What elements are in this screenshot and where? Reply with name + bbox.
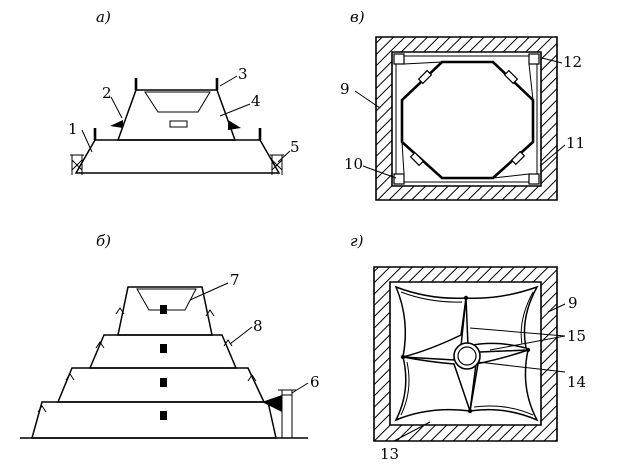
callout-10: 10 bbox=[344, 155, 363, 173]
scaffold bbox=[262, 389, 296, 438]
callout-14: 14 bbox=[567, 373, 586, 391]
joint-dots bbox=[400, 295, 531, 414]
panel-b: б) bbox=[20, 232, 309, 439]
callout-13: 13 bbox=[380, 445, 399, 463]
panel-g-title: г) bbox=[350, 232, 364, 250]
callout-11: 11 bbox=[566, 134, 585, 152]
panel-g: г) bbox=[350, 232, 566, 442]
flap-right bbox=[228, 120, 241, 130]
callout-2: 2 bbox=[102, 84, 112, 102]
corner-box-bl bbox=[393, 173, 405, 185]
corner-box-tl bbox=[393, 53, 405, 65]
tier-top-inner bbox=[136, 288, 197, 311]
block-1 bbox=[160, 305, 167, 314]
callout-5: 5 bbox=[290, 138, 300, 156]
panel-a-title: а) bbox=[96, 8, 111, 26]
central-core-inner bbox=[457, 346, 477, 366]
block-4 bbox=[160, 411, 167, 420]
seams bbox=[402, 297, 529, 412]
callout-12: 12 bbox=[563, 53, 582, 71]
callout-labels: 1 2 3 4 5 6 7 8 9 9 10 11 12 13 14 15 bbox=[68, 53, 586, 463]
callout-6: 6 bbox=[310, 373, 320, 391]
wall-frame-g bbox=[373, 266, 558, 442]
panel-v: в) bbox=[350, 8, 566, 201]
callout-8: 8 bbox=[253, 317, 263, 335]
block-3 bbox=[160, 378, 167, 387]
corner-box-tr bbox=[528, 53, 540, 65]
callout-4: 4 bbox=[251, 92, 261, 110]
panel-v-title: в) bbox=[350, 8, 365, 26]
inner-frame bbox=[395, 55, 538, 183]
callout-7: 7 bbox=[230, 271, 240, 289]
upper-tier bbox=[116, 89, 237, 141]
hooks bbox=[37, 307, 257, 413]
lower-tier bbox=[74, 139, 281, 174]
callout-9-v: 9 bbox=[340, 80, 350, 98]
braces bbox=[401, 61, 534, 179]
wall-frame bbox=[375, 36, 558, 201]
block-2 bbox=[160, 344, 167, 353]
callout-3: 3 bbox=[238, 65, 248, 83]
panel-b-title: б) bbox=[96, 232, 111, 250]
tier-4 bbox=[31, 401, 277, 439]
panel-a: а) bbox=[70, 8, 291, 175]
top-inner-outline bbox=[144, 91, 211, 113]
corner-box-br bbox=[528, 173, 540, 185]
callout-9-g: 9 bbox=[568, 294, 578, 312]
callout-1: 1 bbox=[68, 120, 78, 138]
bracket-right bbox=[270, 154, 284, 175]
flap-left bbox=[110, 120, 123, 128]
pinwheel-panels bbox=[394, 285, 539, 422]
window-slot bbox=[169, 120, 188, 128]
bracket-left bbox=[70, 154, 84, 175]
callout-15: 15 bbox=[567, 327, 586, 345]
